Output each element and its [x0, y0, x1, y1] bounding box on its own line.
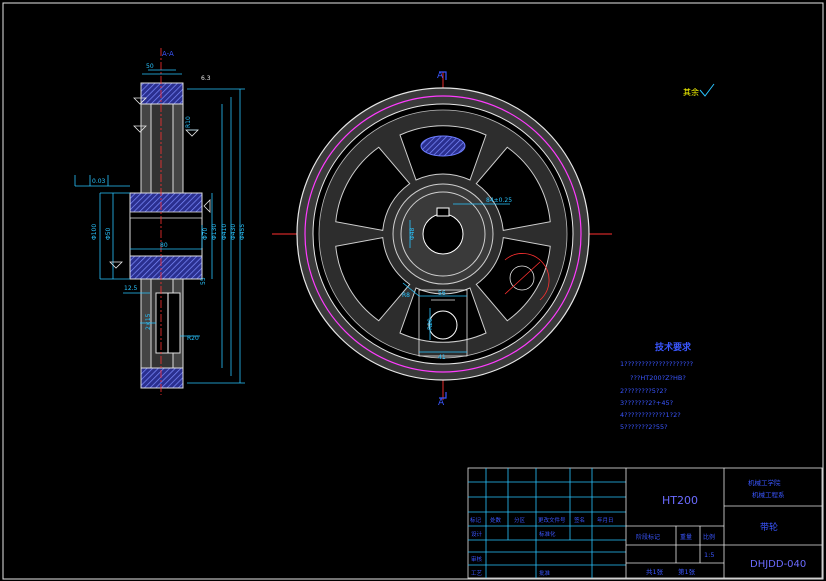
sheet-total: 共1张 — [646, 567, 664, 576]
svg-text:12.5: 12.5 — [124, 285, 138, 292]
title-block — [467, 467, 823, 579]
title-block-text: HT200 机械工学院 机械工程系 带轮 DHJDD-040 1:5 共1张 第… — [470, 478, 806, 577]
groove-bottom — [140, 367, 184, 389]
row-design: 设计 — [471, 530, 483, 538]
svg-text:Φ455: Φ455 — [239, 224, 246, 240]
groove-top — [140, 82, 184, 105]
svg-text:R20: R20 — [427, 318, 434, 330]
hdr-mark: 标记 — [470, 516, 482, 524]
svg-text:55: 55 — [200, 277, 207, 285]
svg-text:Φ430: Φ430 — [230, 224, 237, 240]
notes-line-3: 2????????5?2? — [620, 387, 667, 395]
hdr-docno: 更改文件号 — [538, 516, 566, 524]
part-name: 带轮 — [760, 521, 778, 533]
svg-text:41: 41 — [438, 354, 446, 361]
weight-label: 重量 — [680, 533, 692, 541]
svg-text:Φ70: Φ70 — [202, 227, 209, 240]
stage-label: 阶段标记 — [636, 533, 660, 541]
svg-text:0.03: 0.03 — [92, 178, 106, 185]
section-view: 50 6.3 Φ455 Φ430 Φ410 Φ130 Φ70 Φ100 Φ50 … — [74, 48, 246, 395]
row-std: 标准化 — [539, 530, 556, 538]
svg-text:Φ48: Φ48 — [409, 227, 416, 240]
hdr-count: 处数 — [490, 516, 502, 524]
roughness-note: 其余 — [683, 83, 715, 97]
keyway — [129, 211, 203, 219]
row-check: 审核 — [471, 555, 483, 563]
svg-text:R10: R10 — [185, 116, 192, 128]
scale-label: 比例 — [703, 533, 715, 541]
svg-text:84±0.25: 84±0.25 — [486, 197, 512, 204]
material: HT200 — [662, 494, 698, 507]
bore — [129, 215, 203, 257]
svg-text:2×15: 2×15 — [145, 313, 152, 330]
svg-text:80: 80 — [160, 242, 168, 249]
bore-circle — [422, 213, 464, 255]
svg-text:R20: R20 — [187, 335, 199, 342]
spoke-section — [420, 135, 466, 157]
keyway-front — [436, 207, 450, 217]
drawing-number: DHJDD-040 — [750, 559, 806, 570]
notes-line-6: 5???????2?55? — [620, 423, 668, 431]
hdr-date: 年月日 — [597, 516, 614, 524]
notes-line-4: 3???????2?+45? — [620, 399, 673, 407]
svg-text:Φ130: Φ130 — [211, 224, 218, 240]
school-line-2: 机械工程系 — [752, 490, 785, 499]
school-line-1: 机械工学院 — [748, 478, 781, 487]
notes-title: 技术要求 — [655, 341, 692, 353]
svg-text:R8: R8 — [402, 292, 410, 299]
front-view: 84±0.25 Φ48 56 41 R20 R8 A A A-A — [162, 50, 612, 408]
svg-text:Φ410: Φ410 — [221, 224, 228, 240]
hdr-sign: 签名 — [574, 516, 585, 524]
scale-value: 1:5 — [704, 551, 714, 559]
section-mark-bottom: A — [438, 398, 445, 408]
technical-requirements: 技术要求 1???????????????????? ???HT200?Z?HB… — [620, 341, 693, 431]
notes-line-5: 4????????????1?2? — [620, 411, 681, 419]
svg-text:56: 56 — [438, 290, 446, 297]
svg-text:6.3: 6.3 — [201, 75, 211, 82]
notes-line-1: 1???????????????????? — [620, 360, 693, 368]
svg-text:Φ100: Φ100 — [91, 224, 98, 240]
notes-line-2: ???HT200?Z?HB? — [630, 374, 686, 382]
sheet-number: 第1张 — [678, 567, 696, 576]
hdr-zone: 分区 — [514, 516, 526, 524]
svg-text:Φ50: Φ50 — [105, 227, 112, 240]
svg-text:50: 50 — [146, 63, 154, 70]
section-mark-top: A — [437, 71, 444, 81]
svg-text:其余: 其余 — [683, 87, 699, 97]
row-approve: 批准 — [539, 569, 551, 577]
section-label-left: A-A — [162, 50, 174, 58]
row-craft: 工艺 — [471, 570, 483, 577]
